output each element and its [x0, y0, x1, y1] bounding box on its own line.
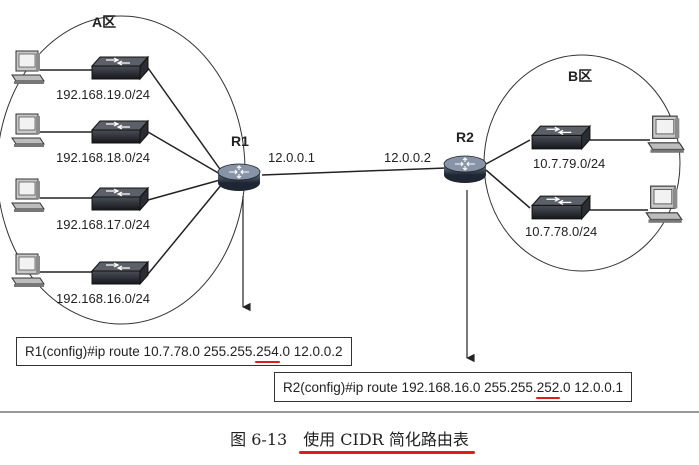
network-label: 192.168.16.0/24 [56, 291, 150, 306]
router-r1-label: R1 [231, 133, 249, 149]
highlighted-octet: 252 [535, 379, 560, 399]
network-label: 10.7.79.0/24 [533, 156, 606, 171]
switch-icon [91, 56, 149, 80]
zone-b-links [485, 139, 650, 211]
command-text: R2(config)#ip route 192.168.16.0 255.255… [283, 379, 537, 395]
switch-icon [531, 195, 591, 220]
figure-number: 图 6-13 [230, 430, 288, 449]
network-label: 192.168.18.0/24 [56, 150, 150, 165]
highlighted-octet: 254 [255, 344, 280, 363]
pc-icon [645, 185, 683, 224]
router-icon [217, 163, 261, 192]
pc-icon [11, 50, 45, 85]
r1-route-command: R1(config)#ip route 10.7.78.0 255.255.25… [16, 337, 352, 366]
network-label: 192.168.17.0/24 [56, 217, 150, 232]
pc-icon [647, 115, 685, 154]
command-text: R1(config)#ip route 10.7.78.0 255.255. [25, 344, 257, 359]
switch-icon [531, 125, 591, 150]
zone-a-links [40, 67, 223, 275]
pc-icon [11, 253, 45, 288]
command-text: .0 12.0.0.1 [559, 379, 624, 395]
figure-caption: 图 6-13 使用 CIDR 简化路由表 [0, 426, 699, 450]
zone-a-label: A区 [92, 14, 117, 30]
figure-title: 使用 CIDR 简化路由表 [303, 430, 469, 449]
router-r1-ip: 12.0.0.1 [268, 150, 315, 165]
switch-icon [91, 261, 149, 285]
wan-link [261, 167, 447, 176]
switch-icon [91, 120, 149, 144]
router-r2-ip: 12.0.0.2 [384, 150, 431, 165]
command-text: .0 12.0.0.2 [278, 344, 343, 359]
pc-icon [11, 113, 45, 148]
router-r2-label: R2 [456, 129, 474, 145]
network-label: 192.168.19.0/24 [56, 87, 150, 102]
switch-icon [91, 187, 149, 211]
pc-icon [11, 178, 45, 213]
r2-route-command: R2(config)#ip route 192.168.16.0 255.255… [274, 372, 633, 402]
network-label: 10.7.78.0/24 [525, 224, 598, 239]
zone-b-label: B区 [568, 68, 593, 84]
router-icon [443, 155, 487, 184]
